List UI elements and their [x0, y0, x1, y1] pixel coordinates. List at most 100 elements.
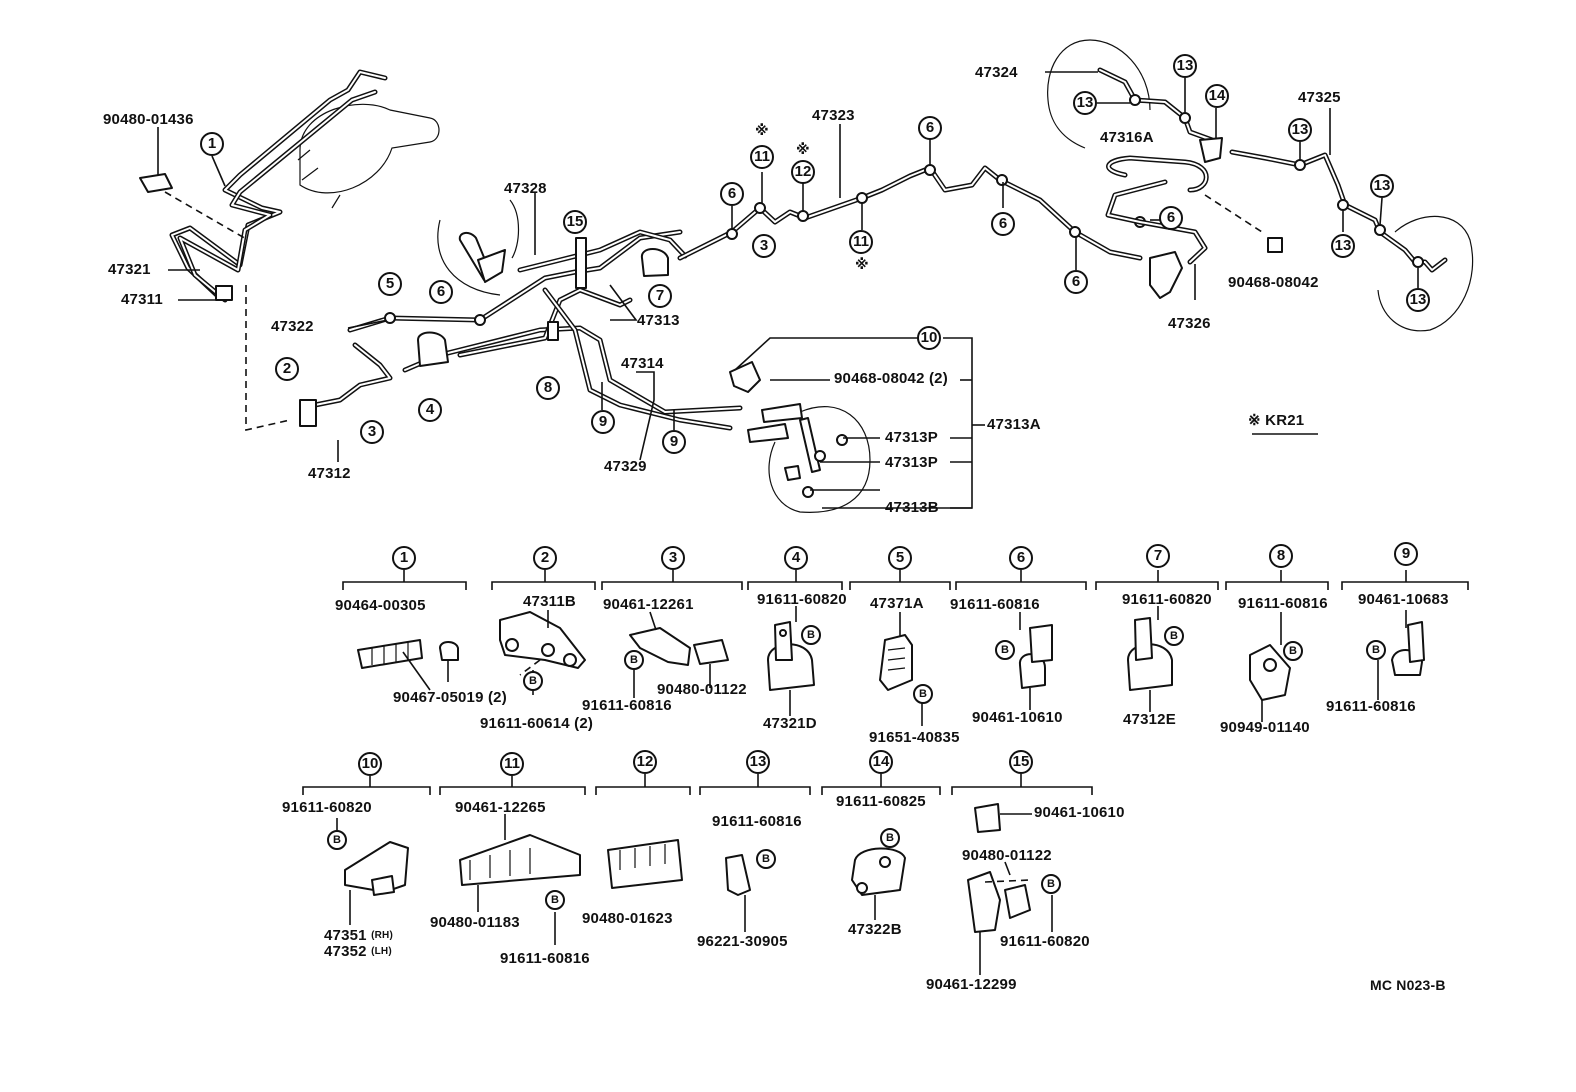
bolt-mark: B [1164, 626, 1184, 646]
label-47313P-a: 47313P [885, 429, 938, 446]
bolt-mark: B [1366, 640, 1386, 660]
group-6-number: 6 [1009, 546, 1033, 570]
callout-13: 13 [1331, 234, 1355, 258]
part-drawing-12 [607, 839, 683, 889]
group-12-number: 12 [633, 750, 657, 774]
group-11-number: 11 [500, 752, 524, 776]
bolt-mark: B [523, 671, 543, 691]
clamp-7-drawing [640, 248, 669, 277]
g10-part-47351-number: 47351 [324, 927, 367, 944]
bolt-mark: B [545, 890, 565, 910]
bolt-mark: B [756, 849, 776, 869]
bolt-mark: B [1041, 874, 1061, 894]
star-marker: ※ [755, 123, 769, 139]
clamp-14-drawing [1199, 137, 1223, 163]
callout-9: 9 [662, 430, 686, 454]
label-47322: 47322 [271, 318, 314, 335]
label-47313P-b: 47313P [885, 454, 938, 471]
master-cylinder-drawing [297, 103, 440, 209]
callout-6: 6 [720, 182, 744, 206]
label-47321: 47321 [108, 261, 151, 278]
g11-part-90480-01183: 90480-01183 [430, 914, 520, 931]
callout-8: 8 [536, 376, 560, 400]
group-9-number: 9 [1394, 542, 1418, 566]
group-3-number: 3 [661, 546, 685, 570]
callout-1: 1 [200, 132, 224, 156]
part-drawing-3 [629, 611, 729, 698]
g13-part-96221-30905: 96221-30905 [697, 933, 788, 950]
g8-part-91611-60816: 91611-60816 [1238, 595, 1328, 612]
g5-part-91651-40835: 91651-40835 [869, 729, 960, 746]
label-47329: 47329 [604, 458, 647, 475]
g10-part-47352-number: 47352 [324, 943, 367, 960]
group-8-number: 8 [1269, 544, 1293, 568]
legend-kr21: ※ KR21 [1248, 413, 1304, 429]
label-47314: 47314 [621, 355, 664, 372]
g5-part-47371A: 47371A [870, 595, 924, 612]
g15-part-90461-10610: 90461-10610 [1034, 804, 1125, 821]
callout-6: 6 [429, 280, 453, 304]
legend-label: KR21 [1265, 412, 1305, 429]
part-drawing-9 [1377, 610, 1425, 700]
pipe-47323 [677, 165, 1143, 261]
bolt-mark: B [880, 828, 900, 848]
group-14-number: 14 [869, 750, 893, 774]
g2-part-91611-60614: 91611-60614 (2) [480, 715, 594, 732]
part-drawing-4 [767, 606, 815, 716]
label-90468-08042: 90468-08042 [1228, 274, 1319, 291]
callout-6: 6 [1159, 206, 1183, 230]
group-4-number: 4 [784, 546, 808, 570]
g3-part-91611-60816: 91611-60816 [582, 697, 672, 714]
g10-part-91611-60820: 91611-60820 [282, 799, 372, 816]
diagram-code: MC N023-B [1370, 977, 1446, 993]
group-1-number: 1 [392, 546, 416, 570]
g13-part-91611-60816: 91611-60816 [712, 813, 802, 830]
g1-part-90467-05019: 90467-05019 (2) [393, 689, 507, 706]
callout-13: 13 [1370, 174, 1394, 198]
label-47326: 47326 [1168, 315, 1211, 332]
callout-11: 11 [849, 230, 873, 254]
part-drawing-14 [851, 847, 906, 920]
label-90468-08042-2: 90468-08042 (2) [834, 370, 948, 387]
g7-part-91611-60820: 91611-60820 [1122, 591, 1212, 608]
g6-part-91611-60816: 91611-60816 [950, 596, 1040, 613]
g4-part-47321D: 47321D [763, 715, 817, 732]
part-drawing-13 [725, 854, 751, 932]
bolt-mark: B [327, 830, 347, 850]
g3-part-90461-12261: 90461-12261 [603, 596, 694, 613]
callout-4: 4 [418, 398, 442, 422]
rear-brake-right-outline [1377, 215, 1474, 332]
g15-part-90461-12299: 90461-12299 [926, 976, 1017, 993]
g6-part-90461-10610: 90461-10610 [972, 709, 1063, 726]
callout-6: 6 [918, 116, 942, 140]
callout-13: 13 [1406, 288, 1430, 312]
label-47313B: 47313B [885, 499, 939, 516]
callout-6: 6 [991, 212, 1015, 236]
clip-90468-08042 [1267, 237, 1283, 253]
g1-part-90464-00305: 90464-00305 [335, 597, 426, 614]
part-drawing-5 [879, 612, 923, 726]
clamp-4-drawing [417, 331, 449, 367]
callout-2: 2 [275, 357, 299, 381]
label-47324: 47324 [975, 64, 1018, 81]
g11-part-91611-60816: 91611-60816 [500, 950, 590, 967]
g3-part-90480-01122: 90480-01122 [657, 681, 747, 698]
g15-part-91611-60820: 91611-60820 [1000, 933, 1090, 950]
callout-5: 5 [378, 272, 402, 296]
group-10-number: 10 [358, 752, 382, 776]
group-13-number: 13 [746, 750, 770, 774]
g9-part-90461-10683: 90461-10683 [1358, 591, 1449, 608]
g15-part-90480-01122: 90480-01122 [962, 847, 1052, 864]
star-marker: ※ [796, 142, 810, 158]
pipe-47324-47325 [1097, 67, 1448, 273]
callout-13: 13 [1173, 54, 1197, 78]
g14-part-91611-60825: 91611-60825 [836, 793, 926, 810]
bolt-mark: B [801, 625, 821, 645]
g2-part-47311B: 47311B [523, 593, 576, 610]
part-drawing-10 [336, 818, 409, 925]
g7-part-47312E: 47312E [1123, 711, 1176, 728]
pipe-47322-group [312, 229, 743, 431]
g11-part-90461-12265: 90461-12265 [455, 799, 546, 816]
legend-symbol: ※ [1248, 412, 1261, 429]
